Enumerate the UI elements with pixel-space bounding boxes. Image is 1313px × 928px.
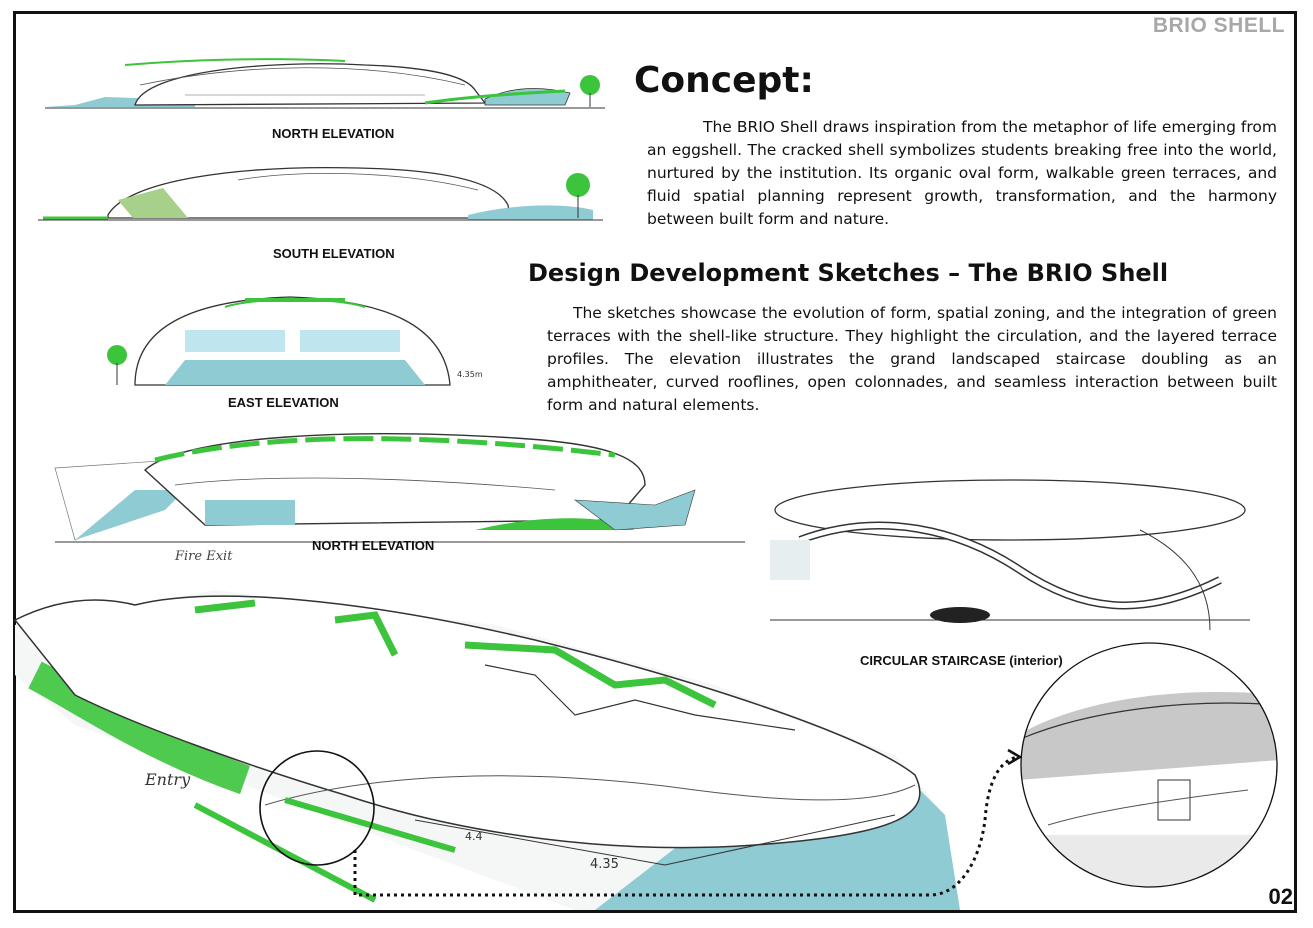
height-annotation-east: 4.35m	[457, 370, 483, 379]
design-development-heading: Design Development Sketches – The BRIO S…	[528, 259, 1169, 287]
height-annotation-1: 4.4	[465, 830, 483, 843]
concept-paragraph: The BRIO Shell draws inspiration from th…	[647, 118, 1277, 228]
caption-east-elevation: EAST ELEVATION	[228, 395, 339, 410]
north-elevation-sketch	[45, 58, 605, 109]
perspective-3d-sketch: Entry 4.4 4.35	[13, 590, 960, 910]
caption-south-elevation: SOUTH ELEVATION	[273, 246, 395, 261]
brand-title: BRIO SHELL	[1152, 14, 1285, 37]
entry-annotation: Entry	[144, 770, 191, 789]
caption-north-elevation-large: NORTH ELEVATION	[312, 538, 435, 553]
fire-exit-annotation: Fire Exit	[174, 549, 233, 564]
circular-staircase-sketch	[770, 479, 1250, 631]
page-frame	[13, 11, 1297, 913]
height-annotation-2: 4.35	[590, 857, 619, 872]
caption-north-elevation-top: NORTH ELEVATION	[272, 126, 395, 141]
design-development-paragraph: The sketches showcase the evolution of f…	[547, 304, 1277, 414]
detail-inset-circle	[1020, 642, 1278, 888]
east-elevation-sketch: 4.35m	[107, 296, 483, 386]
south-elevation-sketch	[38, 167, 603, 221]
page-number: 02	[1268, 884, 1293, 909]
concept-heading: Concept:	[634, 60, 814, 101]
caption-circular-staircase: CIRCULAR STAIRCASE (interior)	[860, 653, 1063, 668]
north-elevation-large-sketch: Fire Exit	[54, 433, 745, 564]
